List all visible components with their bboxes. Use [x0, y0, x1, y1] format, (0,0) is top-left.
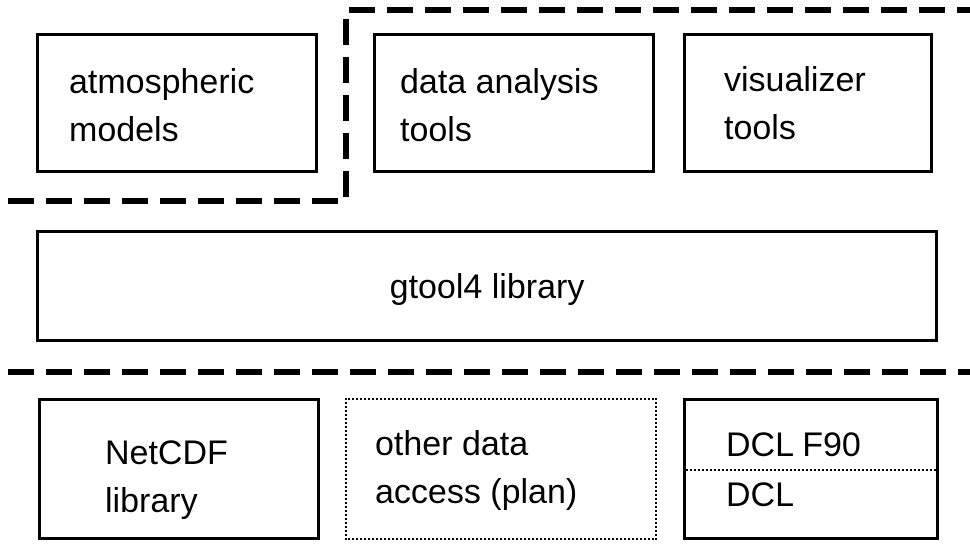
application-boundary [8, 7, 970, 204]
gtool4-library-label: gtool4 library [389, 268, 585, 306]
atmospheric-models-box: atmospheric models [36, 33, 318, 173]
data-analysis-tools-line1: data analysis [400, 63, 599, 101]
gtool4-library-box: gtool4 library [36, 230, 938, 342]
dcl-divider [686, 469, 936, 471]
visualizer-tools-line2: tools [724, 109, 796, 147]
netcdf-library-box: NetCDF library [38, 398, 320, 540]
dcl-label: DCL [726, 476, 795, 514]
other-data-access-line1: other data [375, 425, 529, 463]
other-data-access-line2: access (plan) [375, 473, 578, 511]
atmospheric-models-line2: models [69, 111, 179, 149]
dcl-stack-box: DCL F90 DCL [683, 398, 939, 540]
data-analysis-tools-box: data analysis tools [373, 33, 655, 173]
netcdf-library-line1: NetCDF [105, 434, 228, 472]
other-data-access-box: other data access (plan) [345, 398, 657, 540]
visualizer-tools-box: visualizer tools [683, 33, 933, 173]
visualizer-tools-line1: visualizer [724, 61, 866, 99]
dcl-f90-label: DCL F90 [726, 426, 861, 464]
netcdf-library-line2: library [105, 482, 198, 520]
data-analysis-tools-line2: tools [400, 111, 472, 149]
atmospheric-models-line1: atmospheric [69, 63, 255, 101]
